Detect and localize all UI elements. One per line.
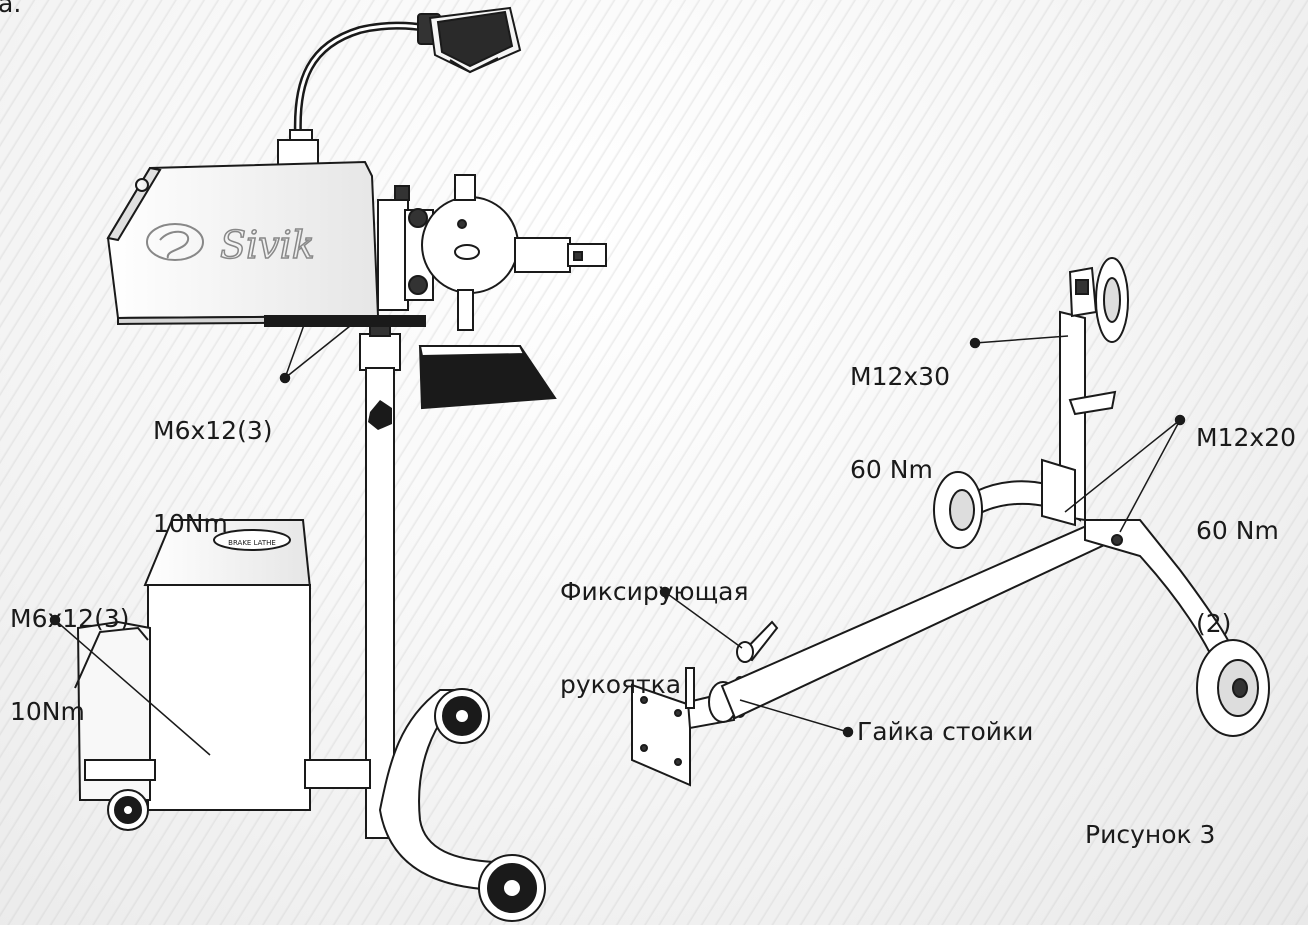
figure-caption: Рисунок 3 — [1085, 820, 1216, 849]
label-handle-line2: рукоятка — [560, 670, 682, 699]
label-m12x30-spec: M12x30 — [850, 362, 950, 391]
label-m12x20: M12x20 60 Nm (2) — [1196, 360, 1296, 670]
label-bolt-top-torque: 10Nm — [153, 509, 228, 538]
label-m12x30: M12x30 60 Nm — [850, 299, 950, 516]
fragment-text: а. — [0, 0, 22, 18]
label-nut: Гайка стойки — [857, 717, 1034, 746]
label-m12x30-torque: 60 Nm — [850, 455, 933, 484]
label-bolt-left: M6x12(3) 10Nm — [10, 541, 130, 758]
callout-lines-left — [49, 321, 351, 756]
label-bolt-left-spec: M6x12(3) — [10, 604, 130, 633]
cabinet-caster — [107, 789, 149, 831]
c-shaped-base — [378, 688, 546, 922]
plate-text: BRAKE LATHE — [228, 539, 276, 547]
main-tube — [720, 518, 1117, 720]
label-m12x20-torque: 60 Nm — [1196, 516, 1279, 545]
label-handle: Фиксирующая рукоятка — [560, 514, 748, 731]
label-bolt-top-spec: M6x12(3) — [153, 416, 273, 445]
adapter-stand — [631, 257, 1270, 787]
label-bolt-left-torque: 10Nm — [10, 697, 85, 726]
label-m12x20-count: (2) — [1196, 609, 1232, 638]
spindle-assembly — [377, 174, 607, 331]
work-lamp — [293, 6, 522, 136]
lathe-housing — [106, 160, 382, 326]
label-bolt-top: M6x12(3) 10Nm — [153, 353, 273, 570]
callout-lines-right — [659, 335, 1186, 738]
logo-text: Sivik — [220, 223, 315, 267]
label-m12x20-spec: M12x20 — [1196, 423, 1296, 452]
label-handle-line1: Фиксирующая — [560, 577, 749, 606]
tool-cabinet — [74, 519, 371, 811]
brake-lathe-machine: Sivik — [74, 6, 607, 922]
sivik-logo — [146, 223, 204, 261]
